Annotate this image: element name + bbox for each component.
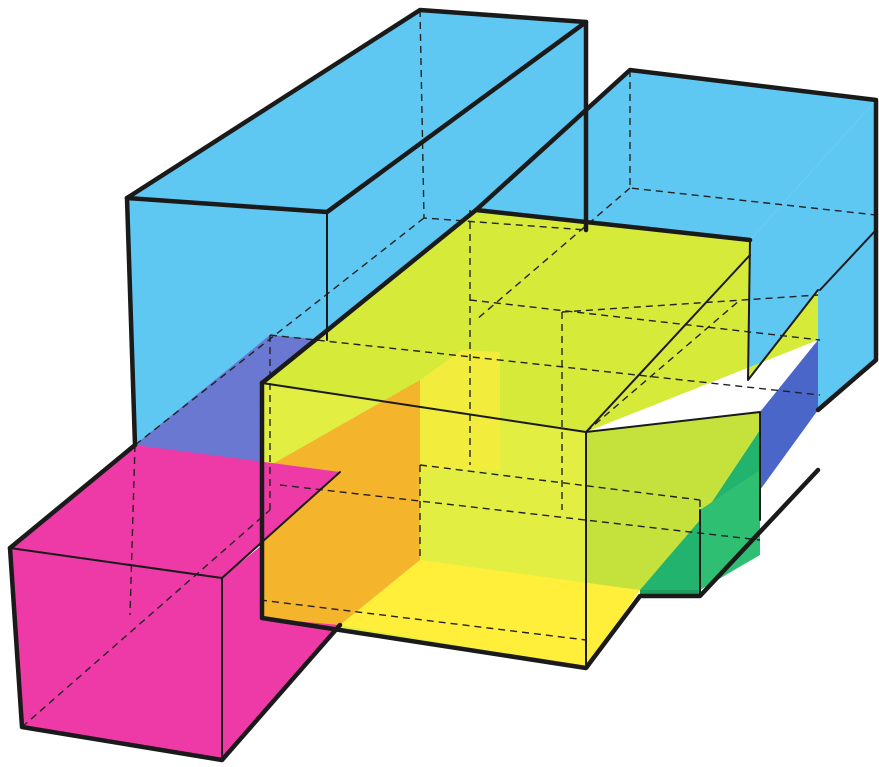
visible-inner-edges [9,211,877,761]
dark-blue-overlap-region [760,340,818,490]
outer-silhouettes [7,7,879,763]
center-yellow-block [262,210,818,668]
magenta-cube-right-face [222,545,340,760]
back-right-block-lower-face [818,235,876,410]
back-right-block-top-face [476,70,876,240]
magenta-cube-top-face [10,445,340,578]
green-overlap-lower [700,470,760,590]
magenta-yellow-overlap-region [262,380,420,625]
magenta-cube-front-face [10,548,222,760]
back-right-blue-block [476,70,876,410]
hidden-edges [21,9,877,728]
back-left-block-top-face [127,10,586,212]
yellow-block-top-face [262,210,818,432]
yellow-pure-strip [420,350,500,470]
yellow-bright-bottom-strip [340,560,640,668]
front-magenta-cube [10,445,340,760]
